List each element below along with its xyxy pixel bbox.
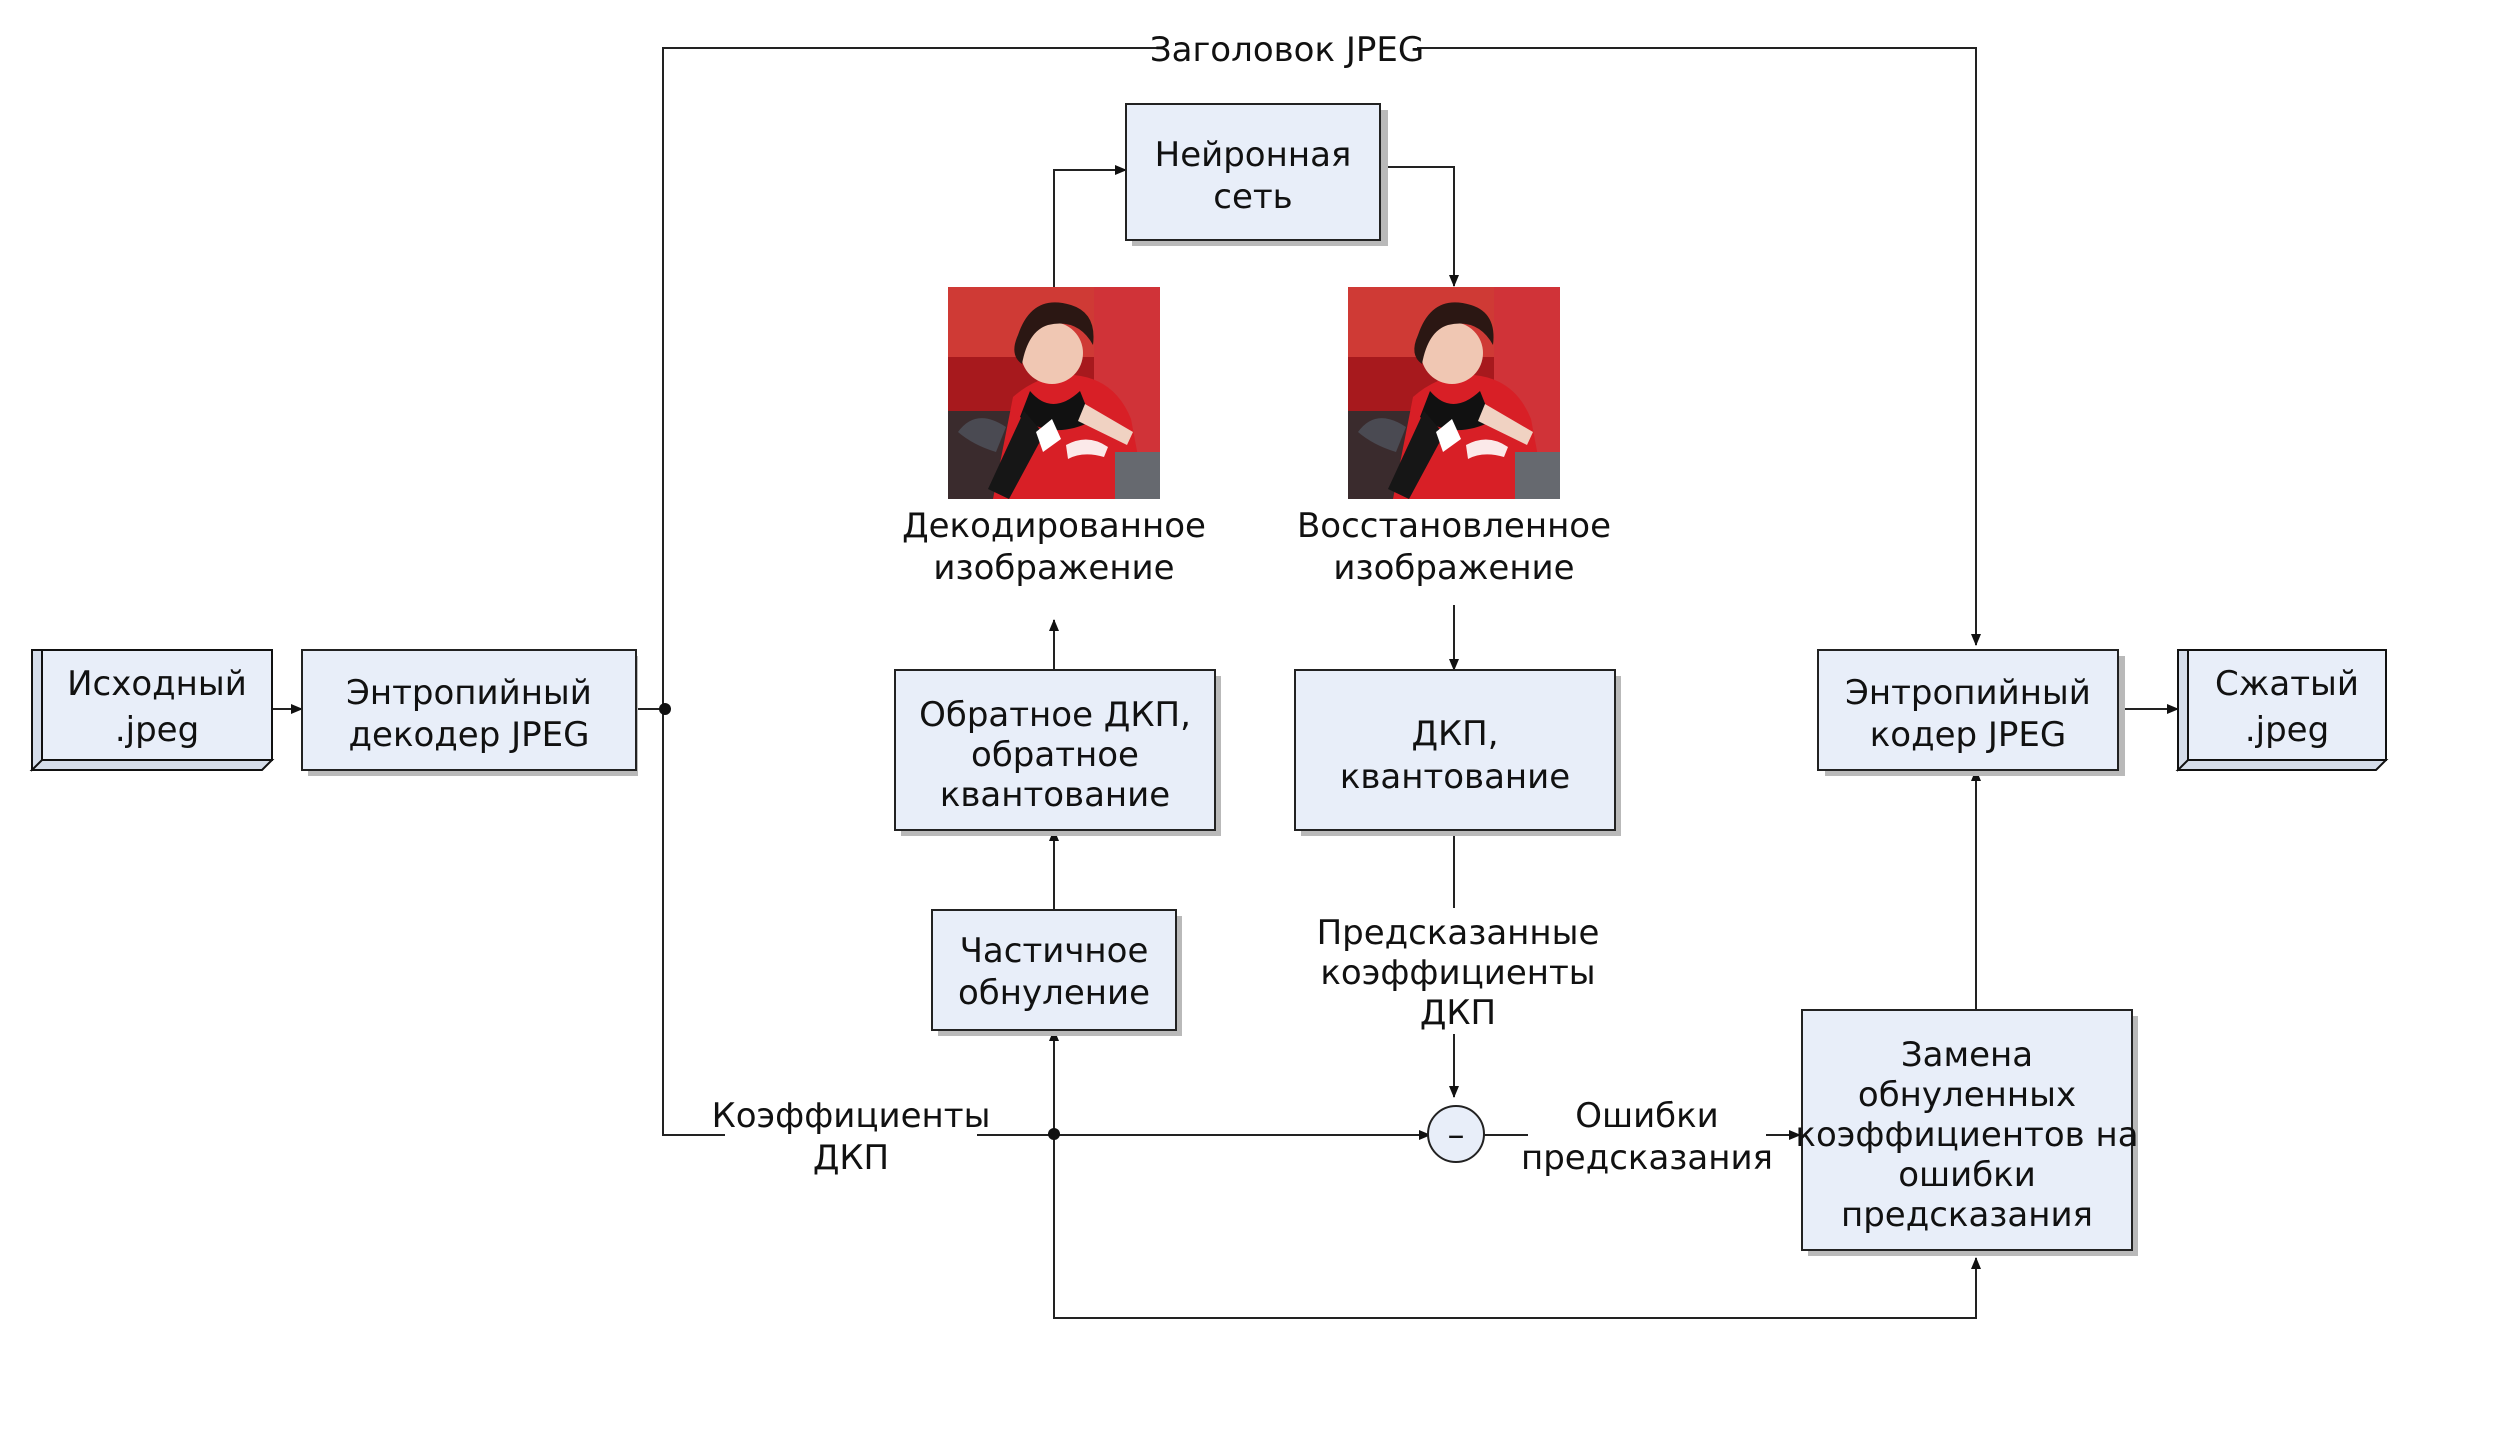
prediction-errors-label-line-2: предсказания <box>1521 1138 1773 1178</box>
entropy-coder-node: Энтропийный кодер JPEG <box>1817 649 2125 776</box>
prediction-errors-label-bg <box>1528 1090 1766 1180</box>
compressed-file-bottom <box>2175 759 2389 771</box>
dct-branch-dot <box>1048 1128 1060 1140</box>
inverse-dct-node: Обратное ДКП, обратное квантование <box>894 669 1221 836</box>
source-file-node: Исходный .jpeg <box>29 649 275 772</box>
entropy-decoder-label-line-2: декодер JPEG <box>349 715 590 755</box>
restored-image-label-line-1: Восстановленное <box>1297 506 1611 546</box>
entropy-decoder-box[interactable] <box>301 649 637 771</box>
partial-zeroing-label-line-1: Частичное <box>960 931 1149 971</box>
inverse-dct-label-line-2: обратное <box>971 735 1139 775</box>
source-file-label-line-2: .jpeg <box>115 710 199 750</box>
inverse-dct-label-line-3: квантование <box>940 775 1170 815</box>
source-file-side <box>31 649 43 772</box>
restored-image-group: Восстановленное изображение <box>1297 287 1611 588</box>
subtraction-circle[interactable] <box>1427 1105 1485 1163</box>
source-file-label-line-1: Исходный <box>67 664 247 704</box>
dct-coefficients-label-line-2: ДКП <box>813 1138 889 1178</box>
predicted-coefficients-label-bg <box>1326 908 1588 1034</box>
replace-coefficients-label-line-1: Замена <box>1901 1035 2033 1075</box>
compressed-file-node: Сжатый .jpeg <box>2175 649 2389 772</box>
restored-image-label-line-2: изображение <box>1333 548 1574 588</box>
predicted-coefficients-label-line-3: ДКП <box>1420 993 1496 1033</box>
replace-coefficients-label-line-3: коэффициентов на <box>1795 1115 2138 1155</box>
edge-labels: Заголовок JPEG Коэффициенты ДКП Ошибки п… <box>712 30 1773 1178</box>
label-backgrounds <box>725 26 1766 1180</box>
dct-coefficients-label-line-1: Коэффициенты <box>712 1096 991 1136</box>
replace-coefficients-label-line-2: обнуленных <box>1858 1075 2076 1115</box>
entropy-decoder-node: Энтропийный декодер JPEG <box>301 649 638 776</box>
replace-coefficients-label-line-4: ошибки <box>1898 1155 2036 1195</box>
entropy-decoder-label-line-1: Энтропийный <box>346 673 592 713</box>
restored-image <box>1348 287 1560 499</box>
subtraction-node: – <box>1427 1105 1485 1163</box>
dct-coefficients-label-bg <box>725 1090 977 1180</box>
compressed-file-label-line-2: .jpeg <box>2245 710 2329 750</box>
partial-zeroing-node: Частичное обнуление <box>931 909 1182 1036</box>
neural-to-restored-connector <box>1380 166 1459 287</box>
dct-to-replace-connector <box>1053 1135 1981 1319</box>
minus-symbol: – <box>1448 1115 1465 1155</box>
partial-zeroing-box[interactable] <box>931 909 1177 1031</box>
prediction-errors-label-line-1: Ошибки <box>1575 1096 1719 1136</box>
inverse-dct-label-line-1: Обратное ДКП, <box>919 695 1191 735</box>
predicted-coefficients-label-line-1: Предсказанные <box>1317 913 1600 953</box>
dct-quantization-node: ДКП, квантование <box>1294 669 1621 836</box>
compressed-file-side <box>2177 649 2189 772</box>
source-file-bottom <box>29 759 275 771</box>
neural-network-label-line-1: Нейронная <box>1155 135 1352 175</box>
neural-network-node: Нейронная сеть <box>1125 103 1388 246</box>
neural-network-box[interactable] <box>1125 103 1381 241</box>
source-file[interactable] <box>41 649 273 761</box>
partial-zeroing-label-line-2: обнуление <box>958 973 1150 1013</box>
decoded-image <box>948 287 1160 499</box>
neural-network-label-line-2: сеть <box>1213 177 1292 217</box>
dct-quantization-label-line-1: ДКП, <box>1411 714 1498 754</box>
entropy-coder-label-line-1: Энтропийный <box>1845 673 2091 713</box>
entropy-coder-box[interactable] <box>1817 649 2119 771</box>
jpeg-header-label: Заголовок JPEG <box>1150 30 1424 70</box>
replace-coefficients-node: Замена обнуленных коэффициентов на ошибк… <box>1795 1009 2139 1256</box>
replace-coefficients-box[interactable] <box>1801 1009 2133 1251</box>
header-branch-dot <box>659 703 671 715</box>
decoded-image-label-line-1: Декодированное <box>902 506 1206 546</box>
decoded-image-label-line-2: изображение <box>933 548 1174 588</box>
compressed-file-label-line-1: Сжатый <box>2215 664 2359 704</box>
predicted-coefficients-label-line-2: коэффициенты <box>1320 953 1595 993</box>
inverse-dct-box[interactable] <box>894 669 1216 831</box>
decoded-image-group: Декодированное изображение <box>902 287 1206 588</box>
entropy-coder-label-line-2: кодер JPEG <box>1870 715 2067 755</box>
image-to-neural-connector <box>1053 165 1127 287</box>
compressed-file[interactable] <box>2187 649 2387 761</box>
replace-coefficients-label-line-5: предсказания <box>1841 1195 2093 1235</box>
jpeg-header-label-bg <box>1157 26 1417 70</box>
dct-quantization-box[interactable] <box>1294 669 1616 831</box>
dct-quantization-label-line-2: квантование <box>1340 757 1570 797</box>
